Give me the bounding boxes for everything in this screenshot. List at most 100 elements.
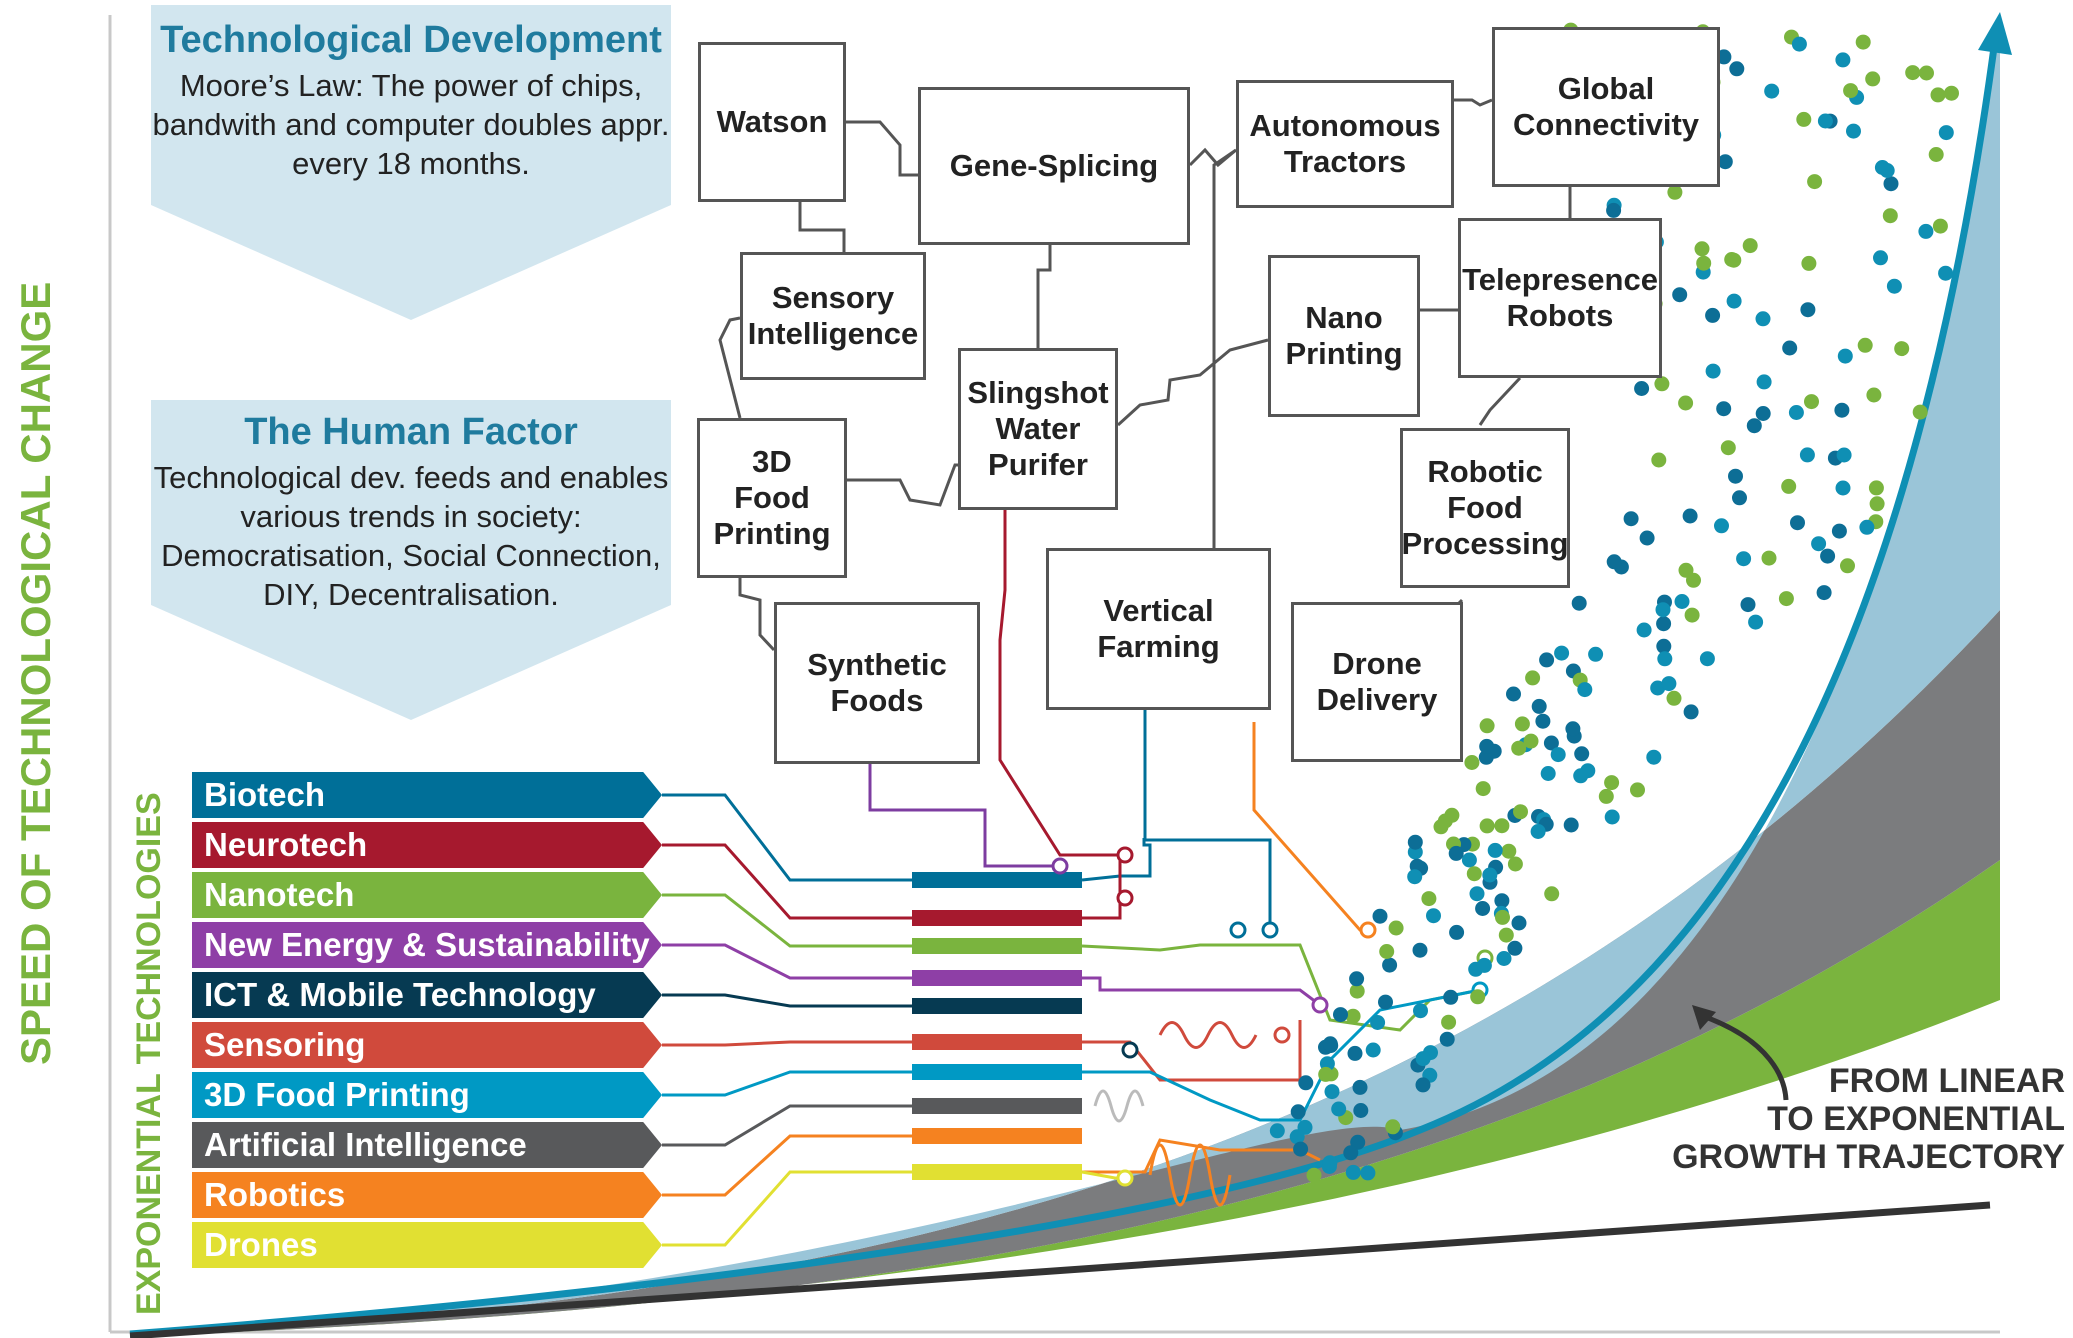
scatter-dot <box>1554 645 1570 661</box>
exponential-curve <box>129 39 1999 1338</box>
scatter-dot <box>1293 1141 1309 1157</box>
tech-connector-line <box>662 1070 912 1097</box>
scatter-dot <box>1720 440 1736 456</box>
box-global-connectivity: Global Connectivity <box>1492 27 1720 187</box>
scatter-dot <box>1353 1103 1369 1118</box>
circuit-wire <box>1116 338 1269 427</box>
caption-line-2: TO EXPONENTIAL <box>1767 1100 2065 1138</box>
scatter-dot <box>1756 374 1772 390</box>
circuit-wire <box>1188 147 1237 168</box>
scatter-dot <box>1511 915 1527 931</box>
scatter-dot <box>1857 337 1873 353</box>
circuit-wire <box>847 463 958 507</box>
tech-connector-line <box>662 943 912 980</box>
scatter-dot <box>1817 113 1833 129</box>
scatter-dot <box>1796 111 1812 127</box>
scatter-dot <box>1426 908 1441 924</box>
scatter-dot <box>1764 83 1780 99</box>
scatter-dot <box>1343 1145 1359 1161</box>
scatter-dot <box>1729 61 1745 77</box>
scatter-dot <box>1656 616 1672 632</box>
scatter-dot <box>1694 241 1710 257</box>
terminal-circle <box>1116 889 1134 907</box>
box-vertical-farming: Vertical Farming <box>1046 548 1271 710</box>
circuit-wire <box>1081 838 1152 882</box>
callout-human-factor-body: Technological dev. feeds and enables var… <box>153 460 669 612</box>
scatter-dot <box>1352 1079 1368 1095</box>
tech-connector-line <box>662 1170 912 1247</box>
scatter-dot <box>1298 1075 1314 1091</box>
scatter-dot <box>1573 768 1589 784</box>
box-slingshot-water-purifer: Slingshot Water Purifer <box>958 348 1118 510</box>
circuit-wire <box>846 120 918 177</box>
scatter-dot <box>1654 376 1670 392</box>
scatter-dot <box>1816 585 1832 601</box>
y-axis-label: SPEED OF TECHNOLOGICAL CHANGE <box>12 281 59 1065</box>
scatter-dot <box>1444 807 1460 823</box>
scatter-dot <box>1651 452 1667 468</box>
tech-connector-line <box>662 793 912 882</box>
scatter-dot <box>1655 602 1671 618</box>
scatter-dot <box>1630 782 1645 798</box>
tech-bar-neurotech: Neurotech <box>192 822 662 868</box>
scatter-dot <box>1606 554 1622 570</box>
scatter-dot <box>1461 852 1477 868</box>
scatter-dot <box>1755 406 1771 421</box>
scatter-dot <box>1441 1014 1457 1030</box>
scatter-dot <box>1684 607 1700 623</box>
scatter-dot <box>1539 652 1555 668</box>
scatter-dot <box>1604 775 1620 791</box>
scatter-dot <box>1740 597 1756 613</box>
circuit-wire <box>738 578 776 652</box>
scatter-dot <box>1289 1129 1305 1145</box>
circuit-wire <box>1212 148 1237 548</box>
scatter-dot <box>1466 866 1482 882</box>
box-autonomous-tractors: Autonomous Tractors <box>1236 80 1454 208</box>
scatter-dot <box>1494 893 1510 909</box>
scatter-dot <box>1732 490 1747 506</box>
scatter-dot <box>1514 716 1530 732</box>
tech-bar-nanotech: Nanotech <box>192 872 662 918</box>
scatter-dot <box>1324 1084 1340 1100</box>
scatter-dot <box>1835 52 1851 68</box>
scatter-dot <box>1479 818 1495 834</box>
tech-bar-sensoring: Sensoring <box>192 1022 662 1068</box>
scatter-dot <box>1360 1165 1376 1181</box>
scatter-dot <box>1778 591 1794 607</box>
scatter-dot <box>1525 670 1541 686</box>
scatter-dot <box>1571 595 1587 611</box>
scatter-dot <box>1523 733 1539 749</box>
scatter-dot <box>1699 651 1715 667</box>
terminal-circle <box>1311 996 1329 1014</box>
scatter-dot <box>1574 746 1590 762</box>
tech-plug-strip <box>912 872 1082 888</box>
scatter-dot <box>1678 395 1694 411</box>
scatter-dot <box>1494 818 1510 834</box>
scatter-dot <box>1345 1008 1361 1024</box>
scatter-dot <box>1938 265 1954 281</box>
scatter-dot <box>1448 845 1464 861</box>
scatter-dot <box>1496 951 1512 966</box>
tech-connector-line <box>662 1040 912 1047</box>
scatter-dot <box>1540 766 1556 781</box>
scatter-dot <box>1682 508 1698 524</box>
scatter-dot <box>1623 511 1639 527</box>
scatter-dot <box>1415 1051 1431 1067</box>
scatter-dot <box>1912 404 1928 420</box>
scatter-dot <box>1918 223 1934 239</box>
circuit-wire <box>998 510 1122 920</box>
tech-bar-drones: Drones <box>192 1222 662 1268</box>
scatter-dot <box>1661 676 1677 692</box>
terminal-circle <box>1229 921 1247 939</box>
scatter-dot <box>1846 123 1861 139</box>
scatter-dot <box>1290 1104 1306 1120</box>
tech-bar-ict-mobile: ICT & Mobile Technology <box>192 972 662 1018</box>
tech-bar-3d-food-printing: 3D Food Printing <box>192 1072 662 1118</box>
scatter-dot <box>1886 278 1902 294</box>
scatter-dot <box>1349 983 1365 999</box>
scatter-dot <box>1378 994 1393 1010</box>
tech-plug-strip <box>912 1164 1082 1180</box>
scatter-dot <box>1379 944 1395 959</box>
scatter-dot <box>1820 548 1836 564</box>
